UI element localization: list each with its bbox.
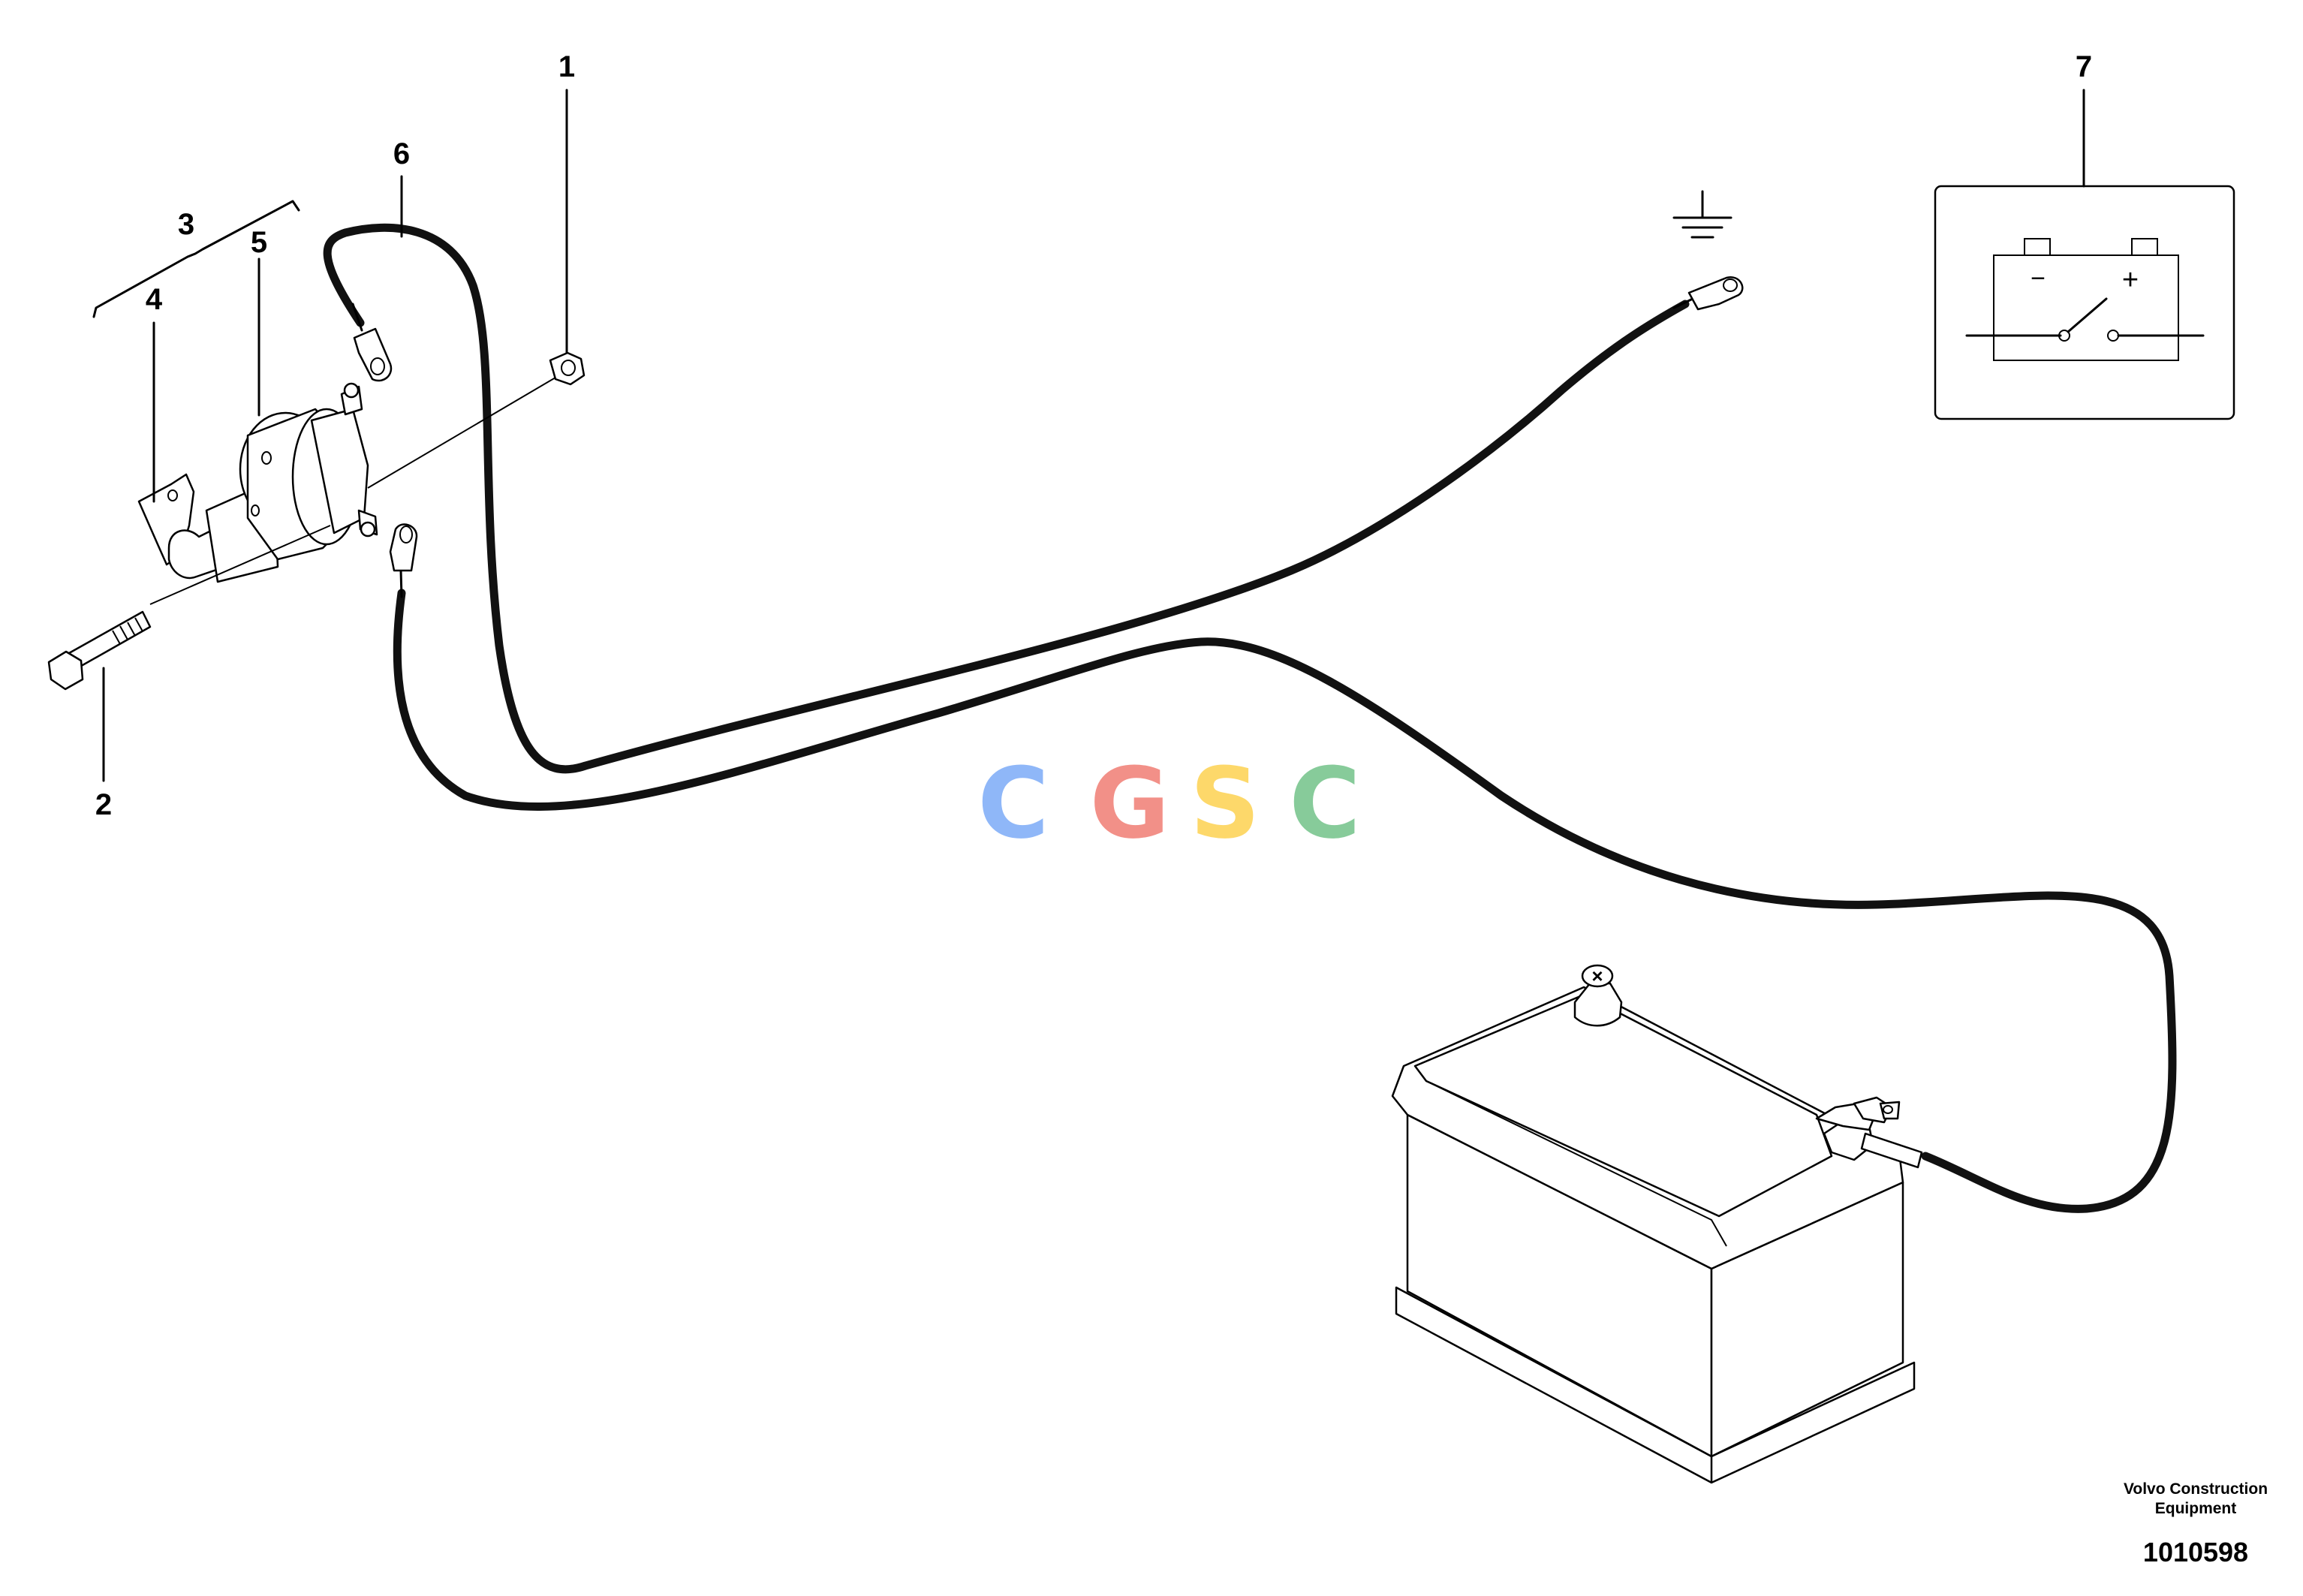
watermark: C G S C [977,746,1360,860]
watermark-letter-1: C [977,746,1049,860]
callout-6: 6 [393,137,410,170]
plus-sign: + [2122,264,2139,296]
callout-5: 5 [251,226,267,259]
brace-3 [92,200,300,318]
cable-lug-top [351,303,393,382]
cable-lug-bottom [389,523,418,598]
callout-7: 7 [2076,50,2092,83]
cable-ground [323,223,1690,774]
battery: × [1391,964,1923,1484]
nut [549,351,586,386]
battery-switch-symbol-box: − + [1934,185,2235,420]
cable-battery [393,589,2177,1213]
callout-4: 4 [146,283,163,316]
footer-brand-line1: Volvo Construction [2124,1480,2268,1498]
callout-2: 2 [95,788,112,821]
minus-sign: − [2031,264,2046,293]
footer-drawing-number: 1010598 [2143,1537,2248,1567]
assembly-axis [367,375,560,489]
callout-1: 1 [558,50,575,83]
watermark-letter-4: C [1289,746,1360,860]
bolt [47,610,152,691]
footer-brand-line2: Equipment [2155,1500,2237,1517]
callout-3: 3 [178,208,194,241]
svg-text:×: × [1591,965,1603,987]
watermark-letter-3: S [1190,746,1260,860]
cable-lug-ground [1672,276,1744,311]
ground-symbol [1672,190,1733,239]
bolt-axis [149,525,331,605]
watermark-letter-2: G [1090,746,1170,860]
